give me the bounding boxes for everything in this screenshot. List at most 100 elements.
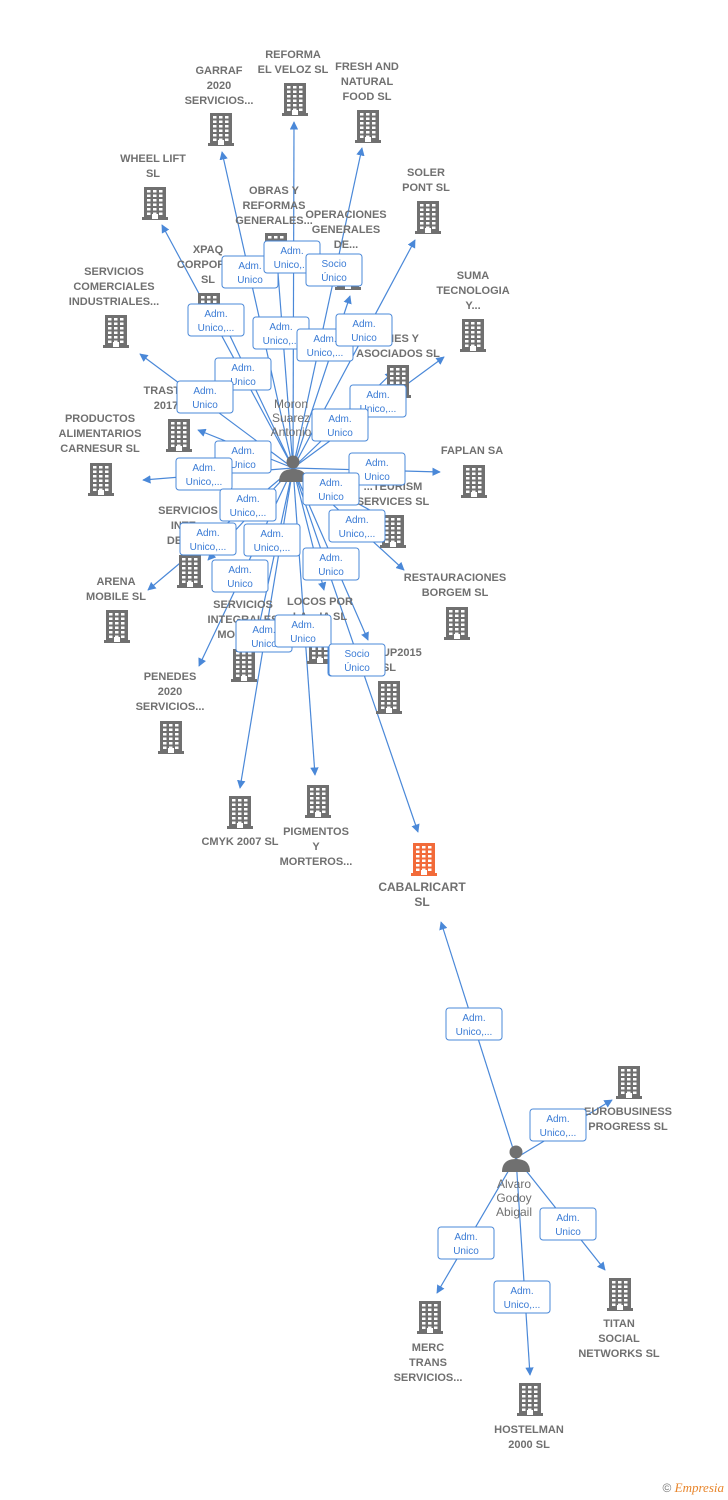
relation-label[interactable]: Adm.Unico,... [328,509,386,543]
relation-label[interactable]: Adm.Unico,... [175,457,233,491]
company-building-icon[interactable] [103,315,129,348]
company-building-icon[interactable] [355,110,381,143]
company-building-icon[interactable] [460,319,486,352]
company-label-line: 2000 SL [508,1439,550,1451]
relation-label-text: Unico [318,492,344,503]
relation-label[interactable]: Adm.Unico,... [243,523,301,557]
company-label-line: SL [146,168,160,180]
company-building-icon[interactable] [177,555,203,588]
company-label-line: RESTAURACIONES [404,572,506,584]
company-building-icon[interactable] [616,1066,642,1099]
relation-label[interactable]: Adm.Unico,... [219,488,277,522]
company-label[interactable]: FAPLAN SA [441,445,503,457]
company-building-icon[interactable] [166,419,192,452]
company-label-line: FOOD SL [343,91,392,103]
company-label-line: EL VELOZ SL [258,64,329,76]
relation-label[interactable]: Adm.Unico [437,1226,495,1260]
company-building-icon[interactable] [376,681,402,714]
company-label-line: SL [201,274,215,286]
person-label-line: Abigail [496,1205,532,1219]
company-label-line: XPAQ [193,244,224,256]
relation-label[interactable]: Adm.Unico,... [187,303,245,337]
company-label-line: MERC [412,1342,444,1354]
company-building-icon[interactable] [305,785,331,818]
company-label-line: TITAN [603,1318,635,1330]
company-building-icon[interactable] [607,1278,633,1311]
company-label-line: COMERCIALES [73,281,154,293]
company-building-icon[interactable] [142,187,168,220]
relation-label[interactable]: Adm.Unico [539,1207,597,1241]
company-building-icon[interactable] [282,83,308,116]
relation-label[interactable]: Adm.Unico [302,547,360,581]
relation-label[interactable]: Adm.Unico [348,452,406,486]
company-building-icon[interactable] [227,796,253,829]
company-label-line: SERVICIOS [84,266,144,278]
person-icon[interactable] [279,455,307,483]
company-building-icon[interactable] [158,721,184,754]
relation-label[interactable]: Adm.Unico [335,313,393,347]
relation-label[interactable]: Adm.Unico [211,559,269,593]
relation-label-text: Adm. [454,1232,477,1243]
company-building-icon[interactable] [461,465,487,498]
company-building-icon[interactable] [415,201,441,234]
company-building-icon[interactable] [104,610,130,643]
company-building-icon[interactable] [231,649,257,682]
relation-line [292,147,365,469]
company-building-icon[interactable] [380,515,406,548]
company-label[interactable]: RESTAURACIONES BORGEM SL [404,572,506,599]
person-icon[interactable] [502,1145,530,1173]
relation-label[interactable]: Adm.Unico [274,614,332,648]
relation-label-text: Adm. [231,446,254,457]
relation-label-text: Adm. [546,1114,569,1125]
relation-label[interactable]: Adm.Unico,... [493,1280,551,1314]
relation-label[interactable]: Adm.Unico [176,380,234,414]
company-label-line: GENERALES [312,224,380,236]
company-label-line: Y [312,841,320,853]
company-label-line: CABALRICART [378,880,466,894]
relation-label[interactable]: Adm.Unico [311,408,369,442]
relation-label-text: Único [321,271,347,284]
company-building-icon[interactable] [444,607,470,640]
company-building-icon[interactable] [517,1383,543,1416]
relation-label[interactable]: Adm.Unico [302,472,360,506]
company-building-icon[interactable] [411,843,437,876]
company-label-line: PROGRESS SL [588,1121,668,1133]
company-label-line: BORGEM SL [422,587,489,599]
relation-label[interactable]: Adm.Unico,... [529,1108,587,1142]
company-building-icon[interactable] [208,113,234,146]
relation-label-box [211,559,269,593]
relation-label-text: Unico [318,567,344,578]
relation-label[interactable]: Adm.Unico,... [445,1007,503,1041]
company-building-icon[interactable] [417,1301,443,1334]
relation-line [436,1157,517,1294]
company-label[interactable]: CMYK 2007 SL [201,836,278,848]
relation-label[interactable]: Adm.Unico,... [179,522,237,556]
company-building-icon[interactable] [88,463,114,496]
person-label-line: Alvaro [497,1177,531,1191]
brand-logo-text[interactable]: Empresia [674,1480,724,1495]
company-label-line: CMYK 2007 SL [201,836,278,848]
relation-label-text: Adm. [260,529,283,540]
